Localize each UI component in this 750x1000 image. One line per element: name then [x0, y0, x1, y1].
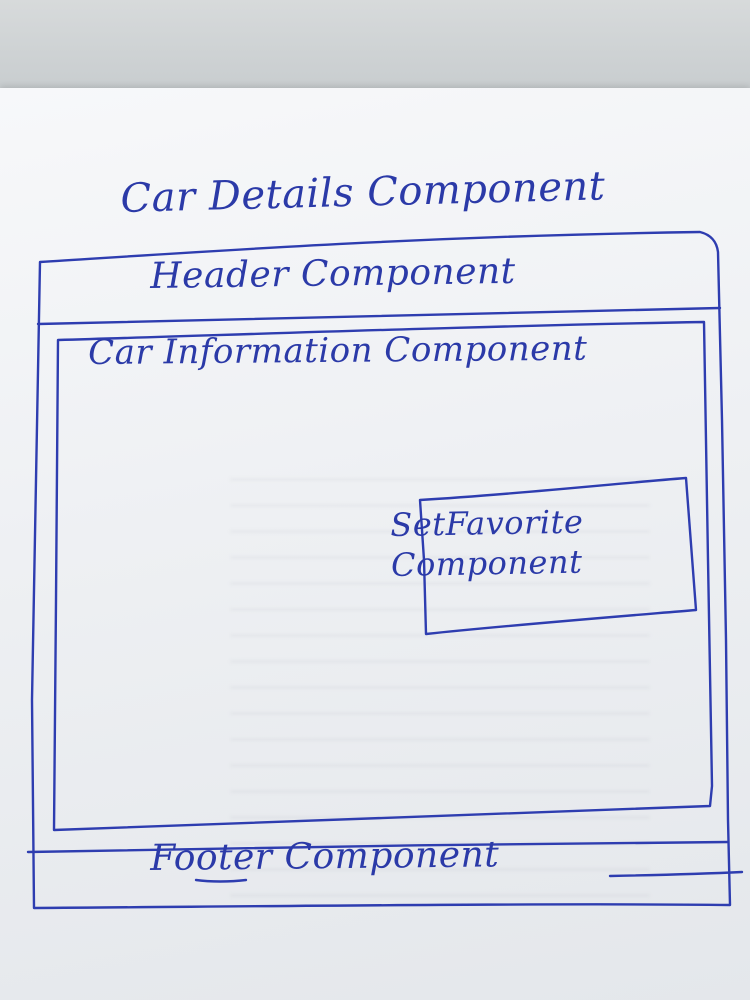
paper-sheet [0, 88, 750, 1000]
header-component-label: Header Component [149, 250, 516, 297]
car-information-label: Car Information Component [87, 328, 588, 373]
footer-divider [26, 840, 730, 854]
footer-tail-line [608, 870, 744, 878]
footer-component-label: Footer Component [149, 834, 500, 879]
car-information-frame [52, 320, 714, 832]
set-favorite-label: SetFavorite Component [390, 502, 584, 584]
footer-underline [194, 878, 248, 883]
set-favorite-frame [418, 476, 698, 636]
car-details-frame [30, 230, 732, 910]
paper-show-through [230, 478, 650, 908]
header-divider [36, 306, 722, 326]
